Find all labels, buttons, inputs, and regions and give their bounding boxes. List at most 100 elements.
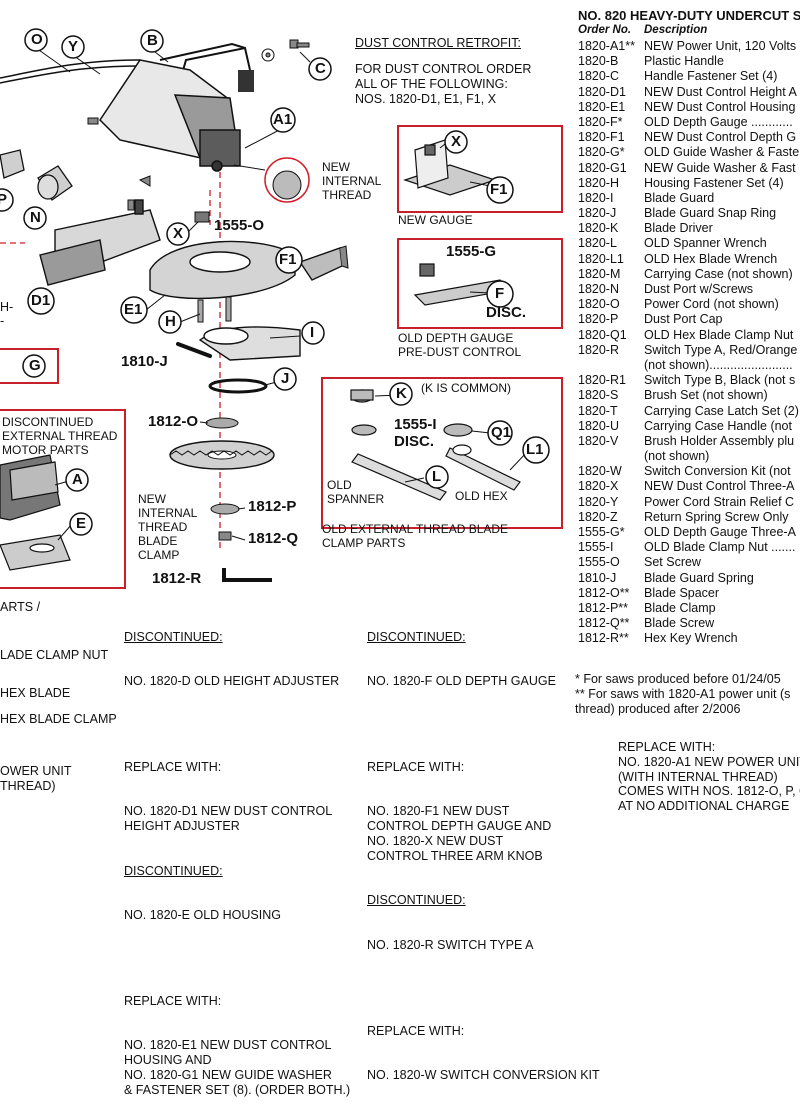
part-number: 1820-N: [578, 282, 619, 296]
replace-item: NO. 1820-W SWITCH CONVERSION KIT: [367, 1067, 600, 1082]
left-fragment: THREAD): [0, 779, 56, 793]
left-fragment: H-: [0, 300, 14, 314]
part-description: Blade Spacer: [644, 585, 720, 600]
part-number: 1820-E1: [578, 99, 626, 114]
part-description: Switch Type A, Red/Orange: [644, 342, 798, 357]
part-description: Blade Driver: [644, 221, 713, 236]
footnote-3: thread) produced after 2/2006: [575, 702, 741, 717]
part-number: 1820-M: [578, 266, 621, 281]
label-Y: Y: [68, 38, 79, 55]
label-O: O: [31, 31, 43, 48]
disc-item: NO. 1820-R SWITCH TYPE A: [367, 937, 534, 952]
part-number: 1820-B: [578, 54, 619, 69]
label-A1: A1: [273, 111, 293, 128]
footnote-1: * For saws produced before 01/24/05: [575, 672, 781, 686]
replace-item: NO. 1820-D1 NEW DUST CONTROL HEIGHT ADJU…: [124, 804, 333, 834]
part-number: 1820-I: [578, 190, 614, 205]
part-description: Carrying Case (not shown): [644, 266, 793, 281]
disc-col-1: DISCONTINUED: NO. 1820-D OLD HEIGHT ADJU…: [124, 600, 350, 1112]
part-description: Return Spring Screw Only: [644, 509, 789, 524]
left-fragment: LADE CLAMP NUT: [0, 648, 109, 662]
part-number: 1820-Z: [578, 509, 618, 524]
dust-retrofit-title: DUST CONTROL RETROFIT:: [355, 36, 521, 50]
label-I: I: [310, 324, 315, 341]
part-row: 1820-A1**NEW Power Unit, 120 Volts: [578, 39, 800, 54]
order-no-header: Order No.: [578, 24, 632, 36]
part-number: 1820-D1: [578, 84, 626, 99]
part-description: Switch Conversion Kit (not: [644, 464, 791, 479]
left-fragment: HEX BLADE: [0, 686, 71, 700]
part-number: 1820-X: [578, 479, 619, 494]
part-row: 1812-Q**Blade Screw: [578, 616, 800, 631]
part-row: 1812-R**Hex Key Wrench: [578, 631, 800, 646]
part-row: 1820-Z Return Spring Screw Only: [578, 510, 800, 525]
label-N: N: [30, 209, 41, 226]
part-number: 1820-Y: [578, 494, 619, 509]
part-number: 1820-K: [578, 221, 619, 236]
part-description: Power Cord Strain Relief C: [644, 494, 795, 509]
part-description: NEW Guide Washer & Fast: [644, 160, 796, 175]
label-C: C: [315, 60, 326, 77]
label-1812-R: 1812-R: [152, 570, 202, 587]
part-description: Switch Type B, Black (not s: [644, 373, 796, 388]
label-E1: E1: [124, 301, 143, 318]
part-number: 1820-W: [578, 464, 622, 479]
old-depth-gauge-box: [397, 238, 563, 329]
part-number: 1820-O: [578, 297, 620, 312]
part-number: 1820-C: [578, 69, 619, 84]
dust-retrofit-body: FOR DUST CONTROL ORDER ALL OF THE FOLLOW…: [355, 62, 532, 106]
disc-external-caption: DISCONTINUED EXTERNAL THREAD MOTOR PARTS: [2, 415, 118, 457]
part-description: NEW Dust Control Housing: [644, 99, 796, 114]
part-row: 1812-O**Blade Spacer: [578, 586, 800, 601]
replace-item: NO. 1820-F1 NEW DUST CONTROL DEPTH GAUGE…: [367, 804, 552, 863]
part-description: Carrying Case Handle (not: [644, 418, 792, 433]
label-disc-1555-I: DISC.: [394, 433, 435, 450]
disc-label: DISCONTINUED:: [367, 893, 466, 908]
disc-label: DISCONTINUED:: [124, 629, 223, 644]
part-row: 1820-W Switch Conversion Kit (not: [578, 464, 800, 479]
label-K: K: [396, 385, 407, 402]
part-number: 1820-L: [578, 236, 617, 251]
part-number: 1820-F*: [578, 114, 623, 129]
new-internal-thread-top: NEW INTERNAL THREAD: [322, 160, 382, 202]
part-description: Carrying Case Latch Set (2): [644, 403, 799, 418]
label-1555-O: 1555-O: [214, 217, 265, 234]
label-L: L: [432, 468, 442, 485]
part-row: 1820-B Plastic Handle: [578, 54, 800, 69]
k-common-note: (K IS COMMON): [421, 381, 511, 395]
part-number: 1812-P**: [578, 600, 629, 615]
new-internal-clamp-caption: NEW INTERNAL THREAD BLADE CLAMP: [138, 492, 198, 562]
part-number: 1810-J: [578, 570, 617, 585]
part-description: Plastic Handle: [644, 54, 724, 69]
left-fragment: HEX BLADE CLAMP: [0, 712, 117, 726]
part-row: 1812-P** Blade Clamp: [578, 601, 800, 616]
part-description: Dust Port Cap: [644, 312, 723, 327]
part-number: 1820-V: [578, 433, 619, 448]
part-row: 1820-K Blade Driver: [578, 221, 800, 236]
replace-label: REPLACE WITH:: [124, 993, 222, 1008]
part-number: 1820-R: [578, 342, 619, 357]
part-description: Blade Clamp: [644, 600, 716, 615]
part-description: OLD Blade Clamp Nut .......: [644, 540, 796, 555]
part-description: Housing Fastener Set (4): [644, 175, 784, 190]
old-ext-clamp-caption: OLD EXTERNAL THREAD BLADE CLAMP PARTS: [322, 522, 509, 550]
part-row: 1820-F*OLD Depth Gauge ............: [578, 115, 800, 130]
part-description: OLD Spanner Wrench: [644, 236, 767, 251]
footnote-2: ** For saws with 1820-A1 power unit (s: [575, 687, 791, 702]
new-gauge-caption: NEW GAUGE: [398, 213, 473, 227]
disc-item: NO. 1820-D OLD HEIGHT ADJUSTER: [124, 673, 340, 688]
part-number: 1820-Q1: [578, 327, 627, 342]
label-1555-G: 1555-G: [446, 243, 497, 260]
part-number: 1820-G*: [578, 145, 625, 160]
part-number: 1820-L1: [578, 251, 624, 266]
old-spanner-caption: OLD SPANNER: [327, 478, 385, 506]
